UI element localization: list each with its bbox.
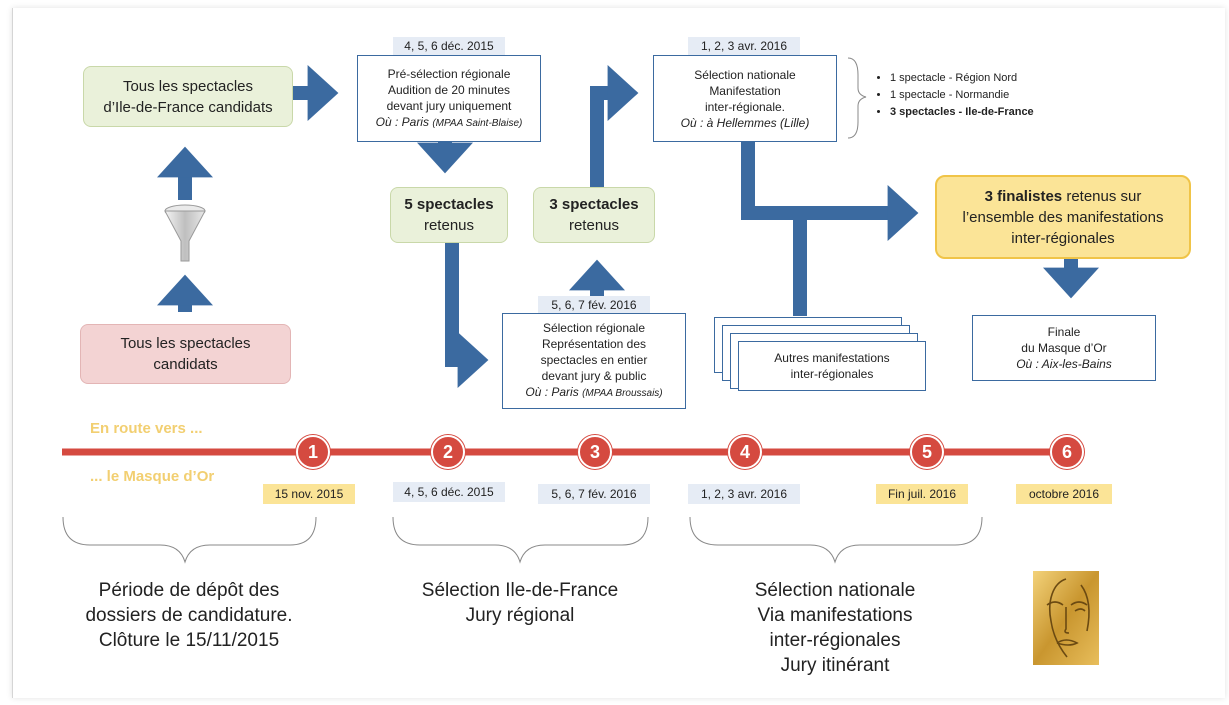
box-line: Tous les spectacles: [120, 335, 251, 352]
date-tag-6: octobre 2016: [1016, 484, 1112, 504]
arrow-5-to-selreg: [445, 243, 489, 388]
bullets-brace: [847, 57, 867, 139]
step-circle-3: 3: [578, 435, 612, 469]
box-place: (MPAA Saint-Blaise): [432, 117, 523, 129]
box-line: l’ensemble des manifestations: [962, 208, 1164, 226]
box-line: Tous les spectacles: [122, 77, 254, 95]
period-line: Jury régional: [465, 605, 575, 626]
selreg-date: 5, 6, 7 fév. 2016: [538, 296, 650, 314]
box-3-finalistes: 3 finalistes retenus sur l’ensemble des …: [935, 175, 1191, 259]
period-2-description: Sélection Ile-de-France Jury régional: [395, 578, 645, 628]
box-line: Sélection nationale: [694, 67, 796, 82]
box-line: du Masque d’Or: [1021, 341, 1107, 355]
route-text-2: ... le Masque d’Or: [90, 468, 215, 485]
box-line: devant jury & public: [541, 369, 647, 383]
box-finale: Finale du Masque d’Or Où : Aix-les-Bains: [972, 315, 1156, 381]
box-selection-nationale: Sélection nationale Manifestation inter-…: [653, 55, 837, 142]
bullet-item: 1 spectacle - Région Nord: [890, 70, 1086, 87]
bullet-item: 1 spectacle - Normandie: [890, 87, 1086, 104]
box-autres-manifestations: Autres manifestations inter-régionales: [738, 341, 926, 391]
box-line: Représentation des: [541, 337, 647, 351]
box-line: Pré-sélection régionale: [387, 66, 511, 81]
step-circle-2: 2: [431, 435, 465, 469]
period-line: Jury itinérant: [780, 655, 890, 676]
box-where: Où : Paris: [525, 385, 579, 399]
period-line: inter-régionales: [769, 630, 901, 651]
period-line: Période de dépôt des: [98, 580, 280, 601]
period-1-description: Période de dépôt des dossiers de candida…: [58, 578, 320, 653]
diagram-frame: [12, 8, 1225, 698]
period-line: Sélection nationale: [754, 580, 916, 601]
period-brace-3: [689, 516, 983, 564]
box-where: Où : à Hellemmes (Lille): [680, 115, 810, 130]
funnel-icon: [164, 204, 206, 262]
box-selection-regionale: Sélection régionale Représentation des s…: [502, 313, 686, 409]
box-line: candidats: [153, 356, 218, 373]
box-line-bold: 3 spectacles: [549, 196, 639, 213]
box-line: retenus: [568, 217, 620, 234]
box-place: (MPAA Broussais): [582, 388, 663, 399]
route-text-1: En route vers ...: [90, 420, 203, 437]
box-5-spectacles: 5 spectacles retenus: [390, 187, 508, 243]
date-tag-5: Fin juil. 2016: [876, 484, 968, 504]
box-line-bold: 5 spectacles: [404, 196, 494, 213]
period-line: Clôture le 15/11/2015: [98, 630, 280, 651]
step-circle-1: 1: [296, 435, 330, 469]
box-tous-candidats: Tous les spectacles candidats: [80, 324, 291, 384]
box-line: spectacles en entier: [540, 353, 648, 367]
bullet-item: 3 spectacles - Ile-de-France: [890, 104, 1086, 121]
box-preselection-regionale: Pré-sélection régionale Audition de 20 m…: [357, 55, 541, 142]
box-line: Sélection régionale: [542, 321, 646, 335]
period-line: Via manifestations: [757, 605, 913, 626]
box-where: Où : Paris: [375, 114, 429, 129]
box-line: retenus: [423, 217, 475, 234]
period-brace-1: [62, 516, 317, 564]
date-tag-2: 4, 5, 6 déc. 2015: [393, 482, 505, 502]
period-brace-2: [392, 516, 649, 564]
arrow-selnat-to-finalistes: [741, 142, 919, 241]
box-line: inter-régionales: [790, 367, 874, 381]
date-tag-1: 15 nov. 2015: [263, 484, 355, 504]
box-3-spectacles: 3 spectacles retenus: [533, 187, 655, 243]
box-line: devant jury uniquement: [386, 98, 512, 113]
date-tag-3: 5, 6, 7 fév. 2016: [538, 484, 650, 504]
box-line: d’Ile-de-France candidats: [103, 98, 273, 116]
box-line-bold: 3 finalistes: [984, 187, 1063, 205]
box-tous-idf-candidats: Tous les spectacles d’Ile-de-France cand…: [83, 66, 293, 127]
period-3-description: Sélection nationale Via manifestations i…: [705, 578, 965, 678]
masque-dor-logo: [1033, 571, 1099, 665]
box-line: Manifestation: [709, 83, 781, 98]
presel-date: 4, 5, 6 déc. 2015: [393, 37, 505, 55]
arrow-3-to-selnat: [590, 65, 639, 187]
box-line: inter-régionale.: [704, 99, 786, 114]
box-line: Finale: [1047, 325, 1081, 339]
step-circle-5: 5: [910, 435, 944, 469]
selection-bullets: 1 spectacle - Région Nord 1 spectacle - …: [876, 70, 1086, 121]
selnat-date: 1, 2, 3 avr. 2016: [688, 37, 800, 55]
step-circle-6: 6: [1050, 435, 1084, 469]
box-where: Où : Aix-les-Bains: [1016, 357, 1112, 371]
period-line: Sélection Ile-de-France: [421, 580, 619, 601]
box-line: inter-régionales: [1011, 229, 1115, 247]
box-line: Autres manifestations: [774, 351, 890, 365]
box-line: Audition de 20 minutes: [387, 82, 511, 97]
date-tag-4: 1, 2, 3 avr. 2016: [688, 484, 800, 504]
period-line: dossiers de candidature.: [85, 605, 293, 626]
step-circle-4: 4: [728, 435, 762, 469]
box-line: retenus sur: [1062, 187, 1142, 205]
